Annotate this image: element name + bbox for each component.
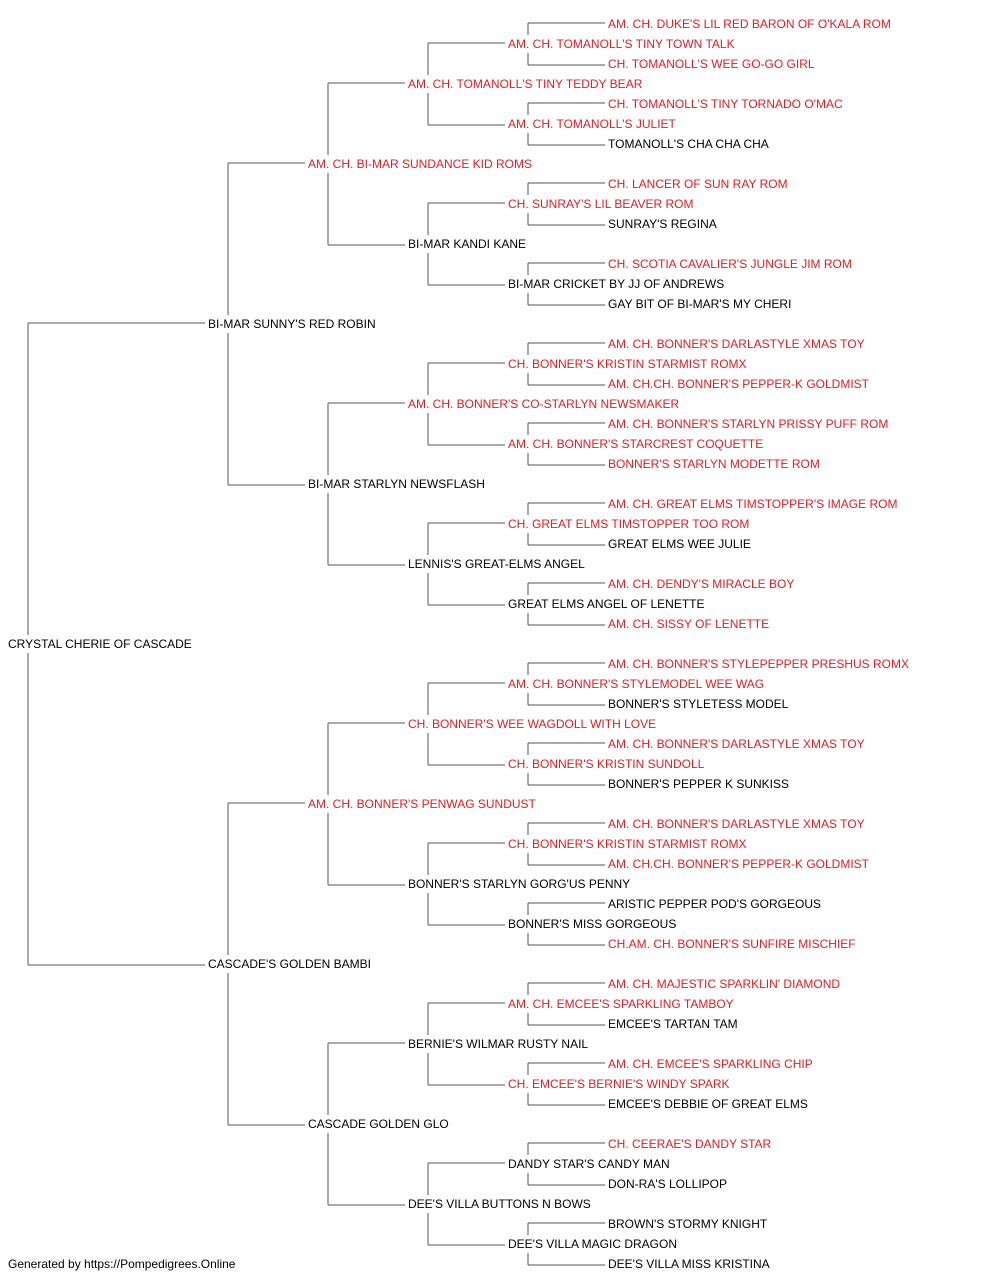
ancestor-name: CASCADE'S GOLDEN BAMBI	[208, 957, 371, 971]
ancestor-name: AM. CH. TOMANOLL'S TINY TEDDY BEAR	[408, 77, 643, 91]
ancestor-name: CH. BONNER'S KRISTIN STARMIST ROMX	[508, 357, 747, 371]
ancestor-name: SUNRAY'S REGINA	[608, 217, 717, 231]
ancestor-name: ARISTIC PEPPER POD'S GORGEOUS	[608, 897, 821, 911]
ancestor-name: AM. CH. BONNER'S DARLASTYLE XMAS TOY	[608, 337, 865, 351]
ancestor-name: BONNER'S STARLYN MODETTE ROM	[608, 457, 820, 471]
ancestor-name: AM. CH. BONNER'S STARCREST COQUETTE	[508, 437, 764, 451]
ancestor-name: DEE'S VILLA MAGIC DRAGON	[508, 1237, 678, 1251]
ancestor-name: BONNER'S MISS GORGEOUS	[508, 917, 677, 931]
ancestor-name: AM. CH. BONNER'S STYLEPEPPER PRESHUS ROM…	[608, 657, 910, 671]
ancestor-name: AM. CH. DUKE'S LIL RED BARON OF O'KALA R…	[608, 17, 891, 31]
ancestor-name: AM. CH. BONNER'S STYLEMODEL WEE WAG	[508, 677, 765, 691]
ancestor-name: CH. BONNER'S KRISTIN SUNDOLL	[508, 757, 705, 771]
ancestor-name: CASCADE GOLDEN GLO	[308, 1117, 449, 1131]
ancestor-name: CH. BONNER'S WEE WAGDOLL WITH LOVE	[408, 717, 657, 731]
ancestor-name: CH. TOMANOLL'S WEE GO-GO GIRL	[608, 57, 815, 71]
ancestor-name: AM. CH. GREAT ELMS TIMSTOPPER'S IMAGE RO…	[608, 497, 898, 511]
ancestor-name: AM. CH. SISSY OF LENETTE	[608, 617, 770, 631]
ancestor-name: GAY BIT OF BI-MAR'S MY CHERI	[608, 297, 792, 311]
ancestor-name: LENNIS'S GREAT-ELMS ANGEL	[408, 557, 585, 571]
ancestor-name: AM. CH. EMCEE'S SPARKLING TAMBOY	[508, 997, 734, 1011]
ancestor-name: CH. BONNER'S KRISTIN STARMIST ROMX	[508, 837, 747, 851]
ancestor-name: AM. CH. BI-MAR SUNDANCE KID ROMS	[308, 157, 533, 171]
ancestor-name: DANDY STAR'S CANDY MAN	[508, 1157, 670, 1171]
ancestor-name: DEE'S VILLA BUTTONS N BOWS	[408, 1197, 591, 1211]
ancestor-name: AM. CH.CH. BONNER'S PEPPER-K GOLDMIST	[608, 857, 869, 871]
ancestor-name: BI-MAR STARLYN NEWSFLASH	[308, 477, 485, 491]
ancestor-name: AM. CH. EMCEE'S SPARKLING CHIP	[608, 1057, 813, 1071]
ancestor-name: AM. CH. BONNER'S DARLASTYLE XMAS TOY	[608, 737, 865, 751]
ancestor-name: BI-MAR CRICKET BY JJ OF ANDREWS	[508, 277, 725, 291]
ancestor-name: CH. SCOTIA CAVALIER'S JUNGLE JIM ROM	[608, 257, 852, 271]
ancestor-name: BERNIE'S WILMAR RUSTY NAIL	[408, 1037, 589, 1051]
ancestor-name: CH. TOMANOLL'S TINY TORNADO O'MAC	[608, 97, 843, 111]
ancestor-name: BONNER'S STARLYN GORG'US PENNY	[408, 877, 631, 891]
ancestor-name: DON-RA'S LOLLIPOP	[608, 1177, 727, 1191]
ancestor-name: AM. CH. BONNER'S PENWAG SUNDUST	[308, 797, 536, 811]
ancestor-name: AM. CH. BONNER'S DARLASTYLE XMAS TOY	[608, 817, 865, 831]
ancestor-name: AM. CH. BONNER'S STARLYN PRISSY PUFF ROM	[608, 417, 889, 431]
ancestor-name: AM. CH. BONNER'S CO-STARLYN NEWSMAKER	[408, 397, 680, 411]
ancestor-name: CH. CEERAE'S DANDY STAR	[608, 1137, 772, 1151]
ancestor-name: AM. CH.CH. BONNER'S PEPPER-K GOLDMIST	[608, 377, 869, 391]
ancestor-name: AM. CH. DENDY'S MIRACLE BOY	[608, 577, 795, 591]
ancestor-name: TOMANOLL'S CHA CHA CHA	[608, 137, 769, 151]
ancestor-name: DEE'S VILLA MISS KRISTINA	[608, 1257, 770, 1271]
ancestor-name: CH. LANCER OF SUN RAY ROM	[608, 177, 788, 191]
ancestor-name: CH. GREAT ELMS TIMSTOPPER TOO ROM	[508, 517, 750, 531]
ancestor-name: BONNER'S STYLETESS MODEL	[608, 697, 789, 711]
ancestor-name: BROWN'S STORMY KNIGHT	[608, 1217, 768, 1231]
ancestor-name: EMCEE'S TARTAN TAM	[608, 1017, 738, 1031]
ancestor-name: AM. CH. TOMANOLL'S TINY TOWN TALK	[508, 37, 735, 51]
ancestor-name: CH. SUNRAY'S LIL BEAVER ROM	[508, 197, 694, 211]
ancestor-name: CH. EMCEE'S BERNIE'S WINDY SPARK	[508, 1077, 730, 1091]
ancestor-name: AM. CH. MAJESTIC SPARKLIN' DIAMOND	[608, 977, 841, 991]
subject-dog-name: CRYSTAL CHERIE OF CASCADE	[8, 637, 192, 651]
ancestor-name: BI-MAR SUNNY'S RED ROBIN	[208, 317, 376, 331]
footer-credit: Generated by https://Pompedigrees.Online	[8, 1257, 236, 1271]
ancestor-name: BI-MAR KANDI KANE	[408, 237, 527, 251]
ancestor-name: GREAT ELMS WEE JULIE	[608, 537, 751, 551]
ancestor-name: EMCEE'S DEBBIE OF GREAT ELMS	[608, 1097, 808, 1111]
ancestor-name: BONNER'S PEPPER K SUNKISS	[608, 777, 790, 791]
ancestor-name: CH.AM. CH. BONNER'S SUNFIRE MISCHIEF	[608, 937, 856, 951]
ancestor-name: GREAT ELMS ANGEL OF LENETTE	[508, 597, 705, 611]
ancestor-name: AM. CH. TOMANOLL'S JULIET	[508, 117, 676, 131]
